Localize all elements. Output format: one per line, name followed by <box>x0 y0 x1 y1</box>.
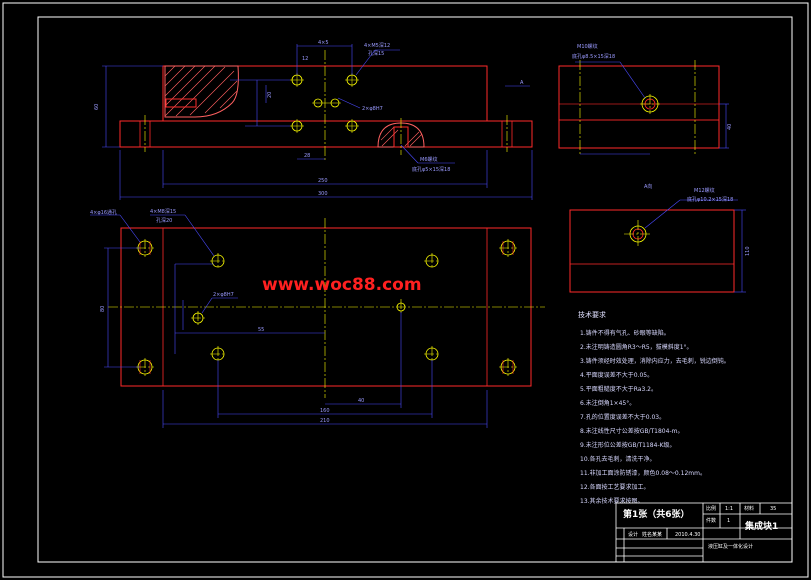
callout-a-m12: M12螺纹 <box>694 187 715 194</box>
note-item: 11.非加工面涂防锈漆，颜色0.08～0.12mm。 <box>580 469 706 477</box>
front-view-boss-hatch <box>380 126 423 147</box>
dim-plan-210: 210 <box>320 418 330 424</box>
a-view-dimensions <box>644 199 746 293</box>
dim-side-40: 40 <box>727 124 733 130</box>
callout-plan-4xphi16: 4×φ16通孔 <box>90 209 117 216</box>
notes-title: 技术要求 <box>578 310 606 319</box>
title-block-scale-value: 1:1 <box>725 506 733 512</box>
front-view-section-hatch <box>164 65 239 118</box>
note-item: 9.未注形位公差按GB/T1184-K级。 <box>580 441 676 449</box>
callout-front-m6: M6螺纹 <box>420 156 438 163</box>
dim-front-250: 250 <box>318 178 328 184</box>
side-view: 40 M10螺纹 底孔φ8.5×15深18 <box>558 43 733 156</box>
front-view-centerlines <box>144 50 508 160</box>
dim-front-height: 60 <box>94 104 100 110</box>
callout-front-4xm5-sub: 孔深15 <box>368 50 384 57</box>
title-block-qty-value: 1 <box>727 518 730 524</box>
dim-plan-55: 55 <box>258 327 264 333</box>
note-item: 6.未注倒角1×45°。 <box>580 399 635 407</box>
a-view-outline <box>569 209 735 293</box>
a-view-centerlines <box>624 220 652 248</box>
dim-plan-80: 80 <box>100 306 106 312</box>
view-label-a: A <box>520 80 524 86</box>
dim-front-28: 28 <box>304 153 310 159</box>
note-item: 3.铸件须经时效处理，消除内应力，去毛刺，锐边倒钝。 <box>580 357 730 365</box>
plan-view-centerlines <box>108 218 545 398</box>
a-direction-view: A向 110 M12螺纹 底孔φ10.2×15深18 <box>569 183 751 293</box>
note-item: 8.未注线性尺寸公差按GB/T1804-m。 <box>580 427 683 435</box>
dim-front-12: 12 <box>302 56 308 62</box>
dim-plan-40: 40 <box>358 398 364 404</box>
note-item: 10.各孔去毛刺，清洗干净。 <box>580 455 656 463</box>
note-item: 7.孔的位置度误差不大于0.03。 <box>580 413 665 421</box>
front-view-base-holes <box>139 121 513 147</box>
dim-front-4x5: 4×5 <box>318 40 329 46</box>
callout-side-m10: M10螺纹 <box>577 43 598 50</box>
plan-view-dimensions <box>90 214 488 428</box>
technical-notes: 技术要求 1.铸件不得有气孔、砂眼等缺陷。 2.未注明铸造圆角R3～R5，拔模斜… <box>578 310 730 505</box>
note-item: 1.铸件不得有气孔、砂眼等缺陷。 <box>580 329 670 337</box>
title-block-drawing-no: 液压缸及一体化设计 <box>708 543 753 550</box>
title-block-part-name: 集成块1 <box>744 520 778 532</box>
dim-front-20: 20 <box>267 92 273 98</box>
view-label-a-dir: A向 <box>644 183 652 190</box>
dim-a-110: 110 <box>745 246 751 256</box>
callout-a-m12-sub: 底孔φ10.2×15深18 <box>687 196 733 203</box>
front-view: 250 300 60 4×5 28 12 20 4×M5深12 孔深15 2×φ… <box>94 40 533 200</box>
title-block-scale-label: 比例 <box>706 505 716 512</box>
note-item: 2.未注明铸造圆角R3～R5，拔模斜度1°。 <box>580 343 693 351</box>
side-view-step <box>558 103 720 121</box>
front-view-port <box>165 98 197 108</box>
front-view-hole-crosses <box>290 73 359 133</box>
callout-front-m6-sub: 底孔φ5×15深18 <box>412 166 450 173</box>
callout-plan-4xm8-sub: 孔深20 <box>156 217 172 224</box>
callout-plan-2xphi8: 2×φ8H7 <box>213 292 234 298</box>
callout-side-m10-sub: 底孔φ8.5×15深18 <box>572 53 615 60</box>
title-block-drawn-label: 设计 <box>628 531 638 538</box>
title-block-material-label: 材料 <box>744 505 754 512</box>
note-item: 4.平面度误差不大于0.05。 <box>580 371 653 379</box>
side-view-centerlines <box>579 60 696 156</box>
note-item: 13.其余技术要求按图。 <box>580 497 644 505</box>
title-block-qty-label: 件数 <box>706 517 716 524</box>
note-item: 12.各面按工艺要求加工。 <box>580 483 650 491</box>
callout-plan-4xm8: 4×M8深15 <box>150 208 176 215</box>
side-view-dimensions <box>575 61 729 155</box>
front-view-dimensions <box>102 44 533 200</box>
inner-border <box>37 16 793 563</box>
callout-front-phi8: 2×φ8H7 <box>362 106 383 112</box>
title-block-material-value: 35 <box>770 506 776 512</box>
dim-front-300: 300 <box>318 191 328 197</box>
title-block <box>615 502 793 563</box>
title-block-drawn-by: 姓名某某 <box>642 531 662 538</box>
callout-front-4xm5: 4×M5深12 <box>364 42 390 49</box>
plan-view: 160 210 80 55 40 4×φ16通孔 4×M8深15 孔深20 2×… <box>90 208 545 428</box>
watermark-text: www.woc88.com <box>262 275 422 295</box>
note-item: 5.平面粗糙度不大于Ra3.2。 <box>580 385 657 393</box>
dim-plan-160: 160 <box>320 408 330 414</box>
title-block-date: 2010.4.30 <box>675 532 700 538</box>
title-block-sheet: 第1张（共6张） <box>623 508 690 520</box>
